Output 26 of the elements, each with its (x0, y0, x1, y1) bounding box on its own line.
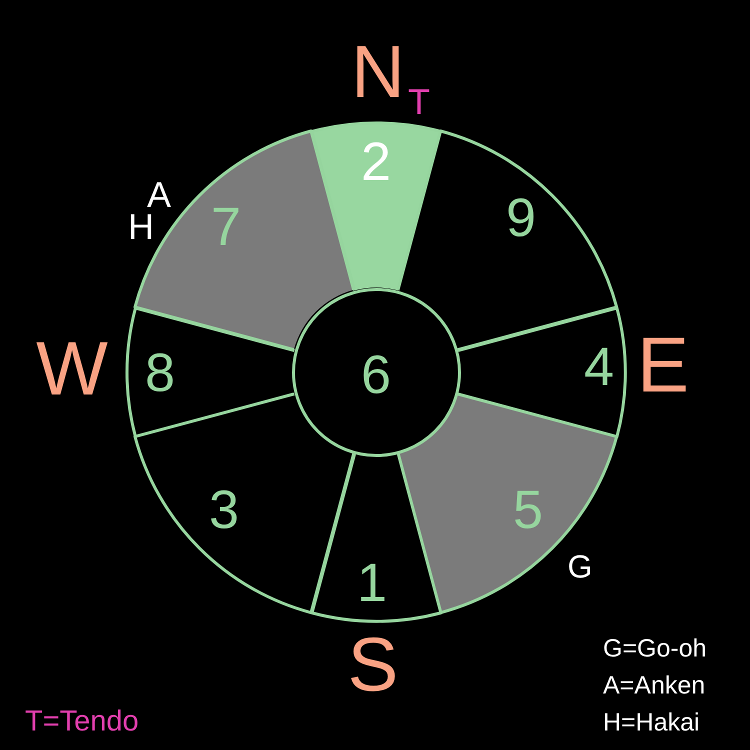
key-text: H=Hakai (603, 713, 700, 733)
sector-number: 4 (584, 346, 614, 388)
sector-number: 5 (512, 490, 543, 530)
ring-sector (456, 306, 627, 438)
key-text: G=Go-oh (603, 639, 707, 659)
sector-number: 7 (210, 206, 241, 248)
sector-number: 3 (208, 490, 239, 530)
center-circle (292, 288, 460, 456)
sector-number: 2 (360, 142, 391, 182)
ring-sector (125, 306, 296, 438)
key-text: A=Anken (603, 676, 706, 696)
sector-number: 9 (506, 198, 536, 238)
ring-sector (310, 121, 442, 292)
ring-sector (310, 452, 442, 623)
compass-direction-label: E (636, 334, 690, 396)
sector-number: 8 (144, 352, 176, 394)
key-text: T=Tendo (25, 710, 139, 734)
marker-letter: G (568, 554, 592, 580)
marker-letter: H (128, 212, 154, 242)
compass-direction-label: S (348, 635, 398, 695)
marker-letter: A (147, 180, 171, 210)
compass-direction-label: N (351, 43, 405, 101)
compass-direction-label: W (36, 339, 108, 399)
sector-number: 1 (356, 562, 387, 604)
marker-letter: T (408, 88, 430, 116)
sector-number: 6 (360, 354, 392, 396)
